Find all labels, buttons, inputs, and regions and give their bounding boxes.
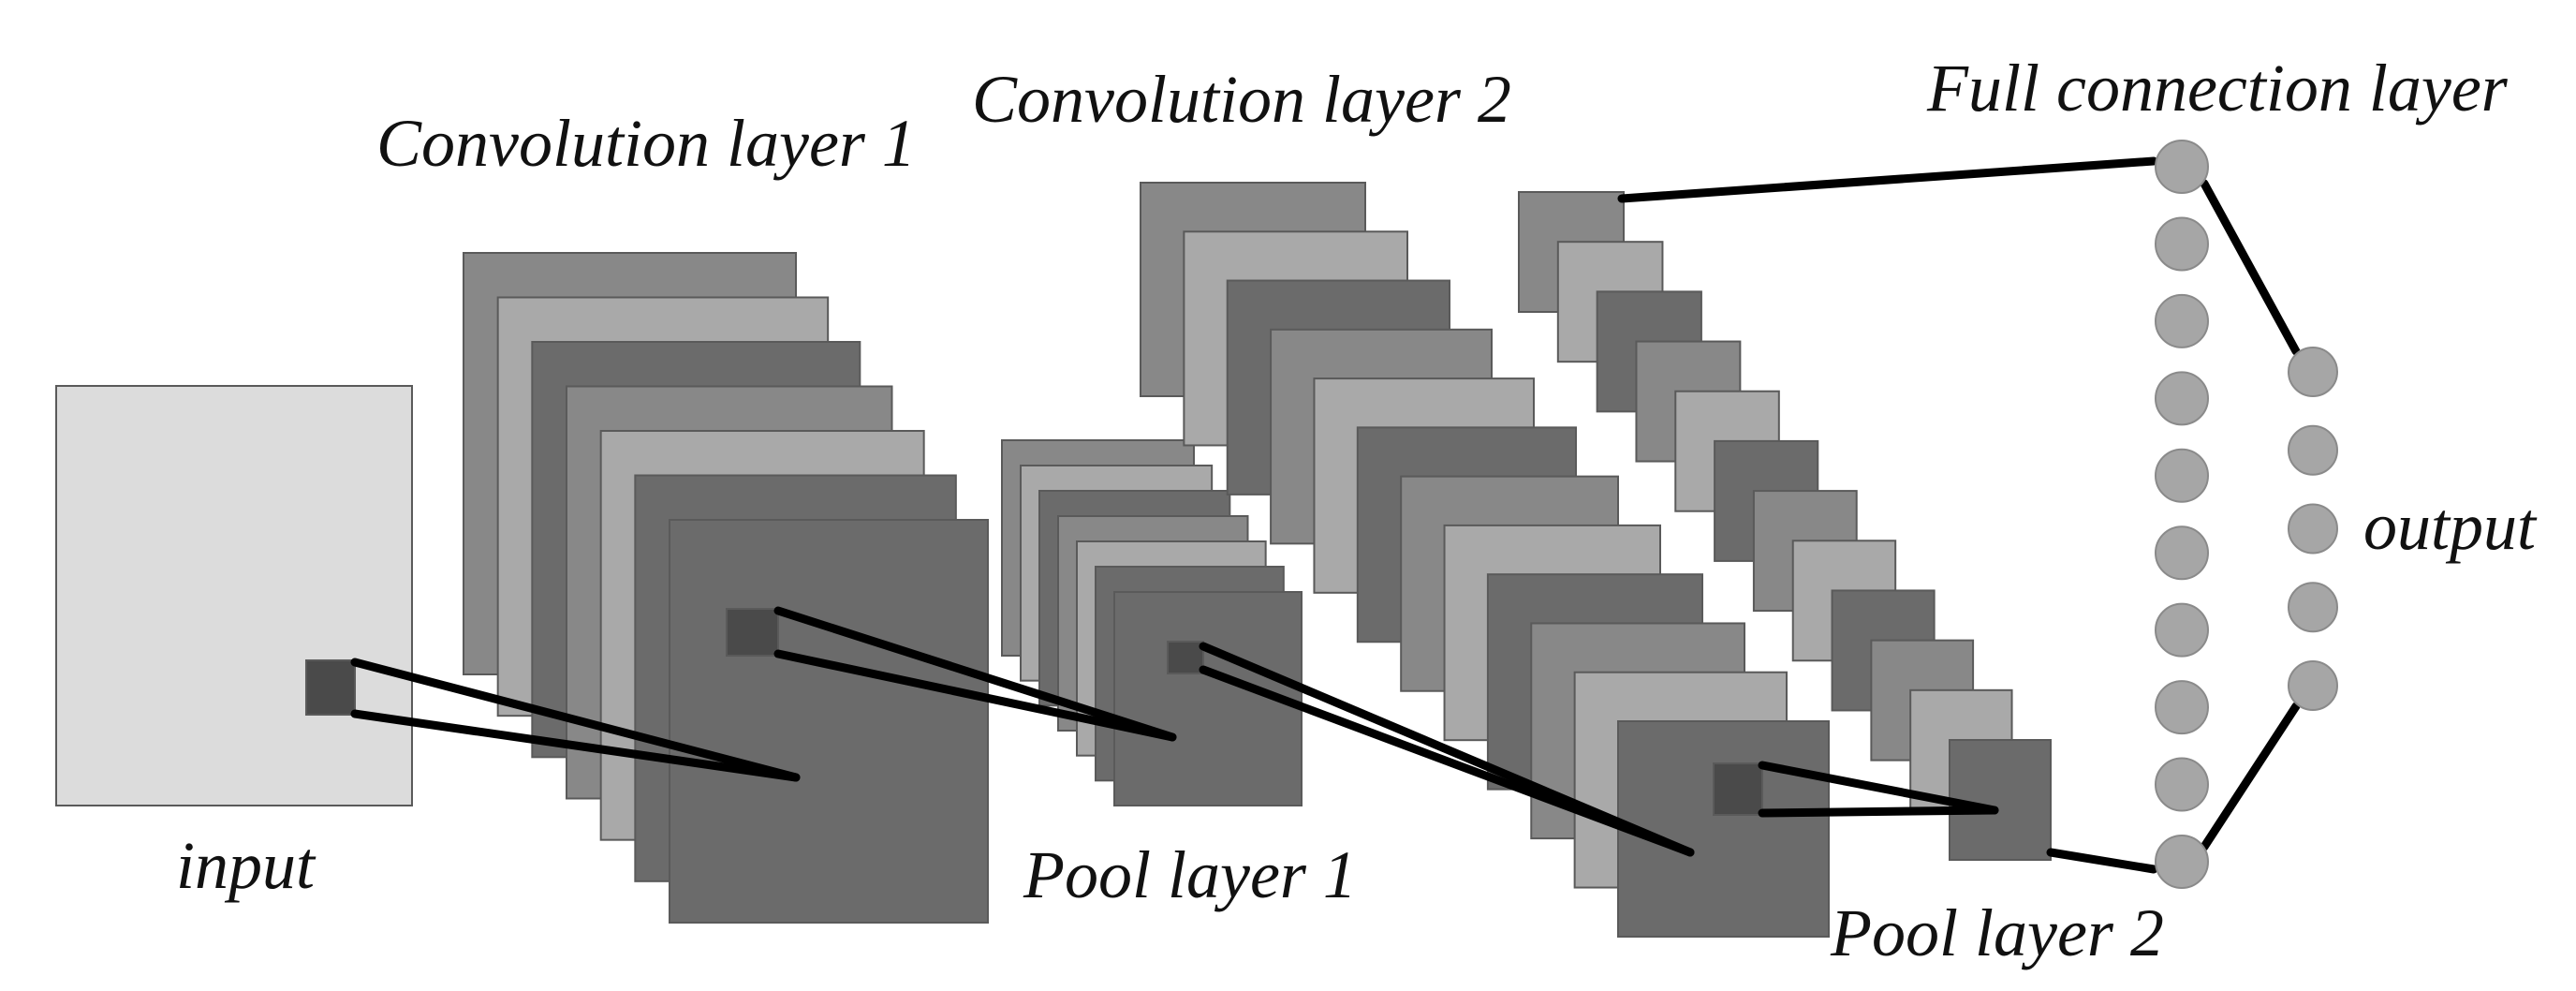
full-connection-node: [2155, 448, 2209, 503]
receptive-field-line: [1758, 761, 1999, 815]
output-node: [2288, 424, 2338, 476]
receptive-field-line: [1758, 806, 1999, 818]
kernel-input: [305, 659, 356, 716]
full-connection-node: [2155, 371, 2209, 426]
kernel-conv1: [726, 608, 779, 657]
output-node: [2288, 503, 2338, 555]
output-node: [2288, 347, 2338, 397]
full-connection-node: [2155, 835, 2209, 889]
label-output: output: [2363, 489, 2537, 564]
label-pool-layer-1: Pool layer 1: [1023, 837, 1357, 912]
full-connection-node: [2155, 680, 2209, 735]
output-node: [2288, 582, 2338, 633]
full-connection-node: [2155, 525, 2209, 581]
kernel-pool1: [1167, 641, 1204, 674]
full-connection-node: [2155, 140, 2209, 194]
output-connection-line: [2200, 179, 2301, 356]
full-connection-node: [2155, 216, 2209, 272]
full-connection-line: [2046, 848, 2158, 874]
conv2-feature-map: [1617, 720, 1830, 938]
output-node: [2288, 660, 2338, 711]
output-connection-line: [2200, 702, 2301, 851]
label-convolution-layer-2: Convolution layer 2: [972, 62, 1511, 137]
receptive-field-line: [773, 606, 1177, 742]
full-connection-line: [1617, 156, 2158, 203]
full-connection-node: [2155, 757, 2209, 812]
receptive-field-line: [350, 709, 801, 782]
pool2-feature-map: [1949, 739, 2052, 861]
full-connection-node: [2155, 293, 2209, 348]
receptive-field-line: [1199, 665, 1695, 857]
kernel-conv2: [1713, 762, 1763, 816]
receptive-field-line: [350, 658, 801, 782]
label-convolution-layer-1: Convolution layer 1: [376, 106, 916, 181]
full-connection-node: [2155, 602, 2209, 658]
input-image: [55, 385, 413, 806]
label-full-connection-layer: Full connection layer: [1927, 51, 2508, 126]
label-input: input: [176, 828, 316, 903]
receptive-field-line: [773, 649, 1177, 742]
label-pool-layer-2: Pool layer 2: [1831, 895, 2164, 970]
conv1-feature-map: [669, 519, 989, 924]
